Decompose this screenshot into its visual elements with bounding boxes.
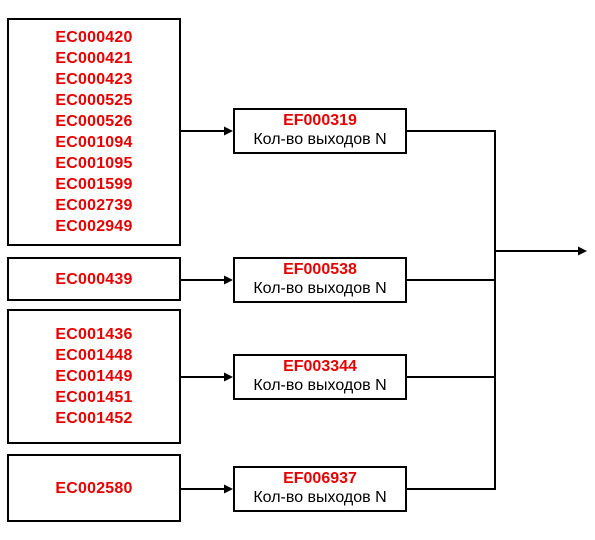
input-arrow-head-3: [224, 372, 233, 382]
class-code: EC001095: [55, 155, 133, 172]
class-code: EC000423: [55, 71, 133, 88]
class-group-box-4: EC002580: [7, 454, 181, 522]
feature-code: EF003344: [283, 358, 357, 375]
input-arrow-head-4: [224, 484, 233, 494]
feature-label: Кол-во выходов N: [253, 489, 387, 506]
feature-code: EF000319: [283, 112, 357, 129]
class-code: EC002739: [55, 197, 133, 214]
class-code: EC001094: [55, 134, 133, 151]
feature-label: Кол-во выходов N: [253, 377, 387, 394]
class-code: EC001449: [55, 368, 133, 385]
input-arrow-head-1: [224, 126, 233, 136]
final-output-arrow-head: [578, 246, 587, 256]
class-group-box-2: EC000439: [7, 257, 181, 301]
class-code: EC001436: [55, 326, 133, 343]
input-arrow-head-2: [224, 275, 233, 285]
class-code: EC000525: [55, 92, 133, 109]
class-code: EC001452: [55, 410, 133, 427]
class-code: EC001451: [55, 389, 133, 406]
class-code: EC000420: [55, 29, 133, 46]
class-code: EC001599: [55, 176, 133, 193]
class-code: EC000421: [55, 50, 133, 67]
feature-label: Кол-во выходов N: [253, 131, 387, 148]
feature-label: Кол-во выходов N: [253, 280, 387, 297]
class-code: EC002580: [55, 479, 133, 497]
feature-code: EF006937: [283, 470, 357, 487]
class-code: EC000526: [55, 113, 133, 130]
class-code: EC002949: [55, 218, 133, 235]
class-code: EC001448: [55, 347, 133, 364]
class-code: EC000439: [55, 270, 133, 288]
feature-code: EF000538: [283, 261, 357, 278]
